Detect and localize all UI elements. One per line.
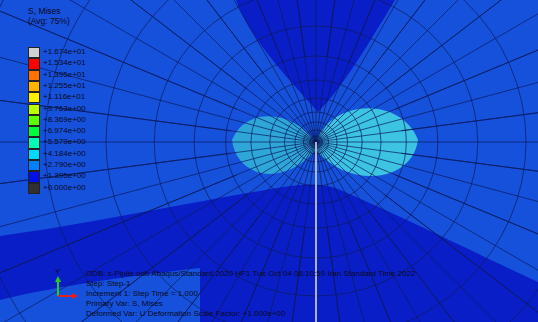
info-line: Step: Step-1 — [86, 280, 130, 288]
legend-value: +1.534e+01 — [43, 59, 86, 67]
legend-swatch — [28, 160, 40, 171]
legend-value: +8.369e+00 — [43, 116, 86, 124]
legend-swatch — [28, 183, 40, 194]
legend-value: +2.790e+00 — [43, 161, 86, 169]
info-line: Primary Var: S, Mises — [86, 300, 163, 308]
info-line: ODB: s-Pipiie.odb Abaqus/Standard 2020 H… — [86, 270, 416, 278]
legend-swatch — [28, 115, 40, 126]
legend-subheading: (Avg: 75%) — [28, 17, 70, 26]
legend-swatch — [28, 58, 40, 69]
legend-value: +1.395e+01 — [43, 71, 86, 79]
legend-value: +1.255e+01 — [43, 82, 86, 90]
legend-heading: S, Mises — [28, 7, 61, 16]
legend-swatch — [28, 81, 40, 92]
legend-swatch — [28, 47, 40, 58]
info-line: Increment 1: Step Time = 1.000 — [86, 290, 198, 298]
legend-value: +1.395e+00 — [43, 172, 86, 180]
legend-swatch — [28, 92, 40, 103]
legend-value: +0.000e+00 — [43, 184, 86, 192]
legend-value: +1.116e+01 — [43, 93, 85, 101]
legend-value: +6.974e+00 — [43, 127, 86, 135]
legend-swatch — [28, 149, 40, 160]
legend-swatch — [28, 171, 40, 182]
legend-swatch — [28, 126, 40, 137]
legend-value: +4.184e+00 — [43, 150, 86, 158]
axis-label: Y — [55, 268, 60, 276]
legend-swatch — [28, 70, 40, 81]
legend-swatch — [28, 104, 40, 115]
legend-swatch — [28, 137, 40, 148]
legend-value: +5.579e+00 — [43, 138, 86, 146]
info-line: Deformed Var: U Deformation Scale Factor… — [86, 310, 286, 318]
legend-value: +1.674e+01 — [43, 48, 86, 56]
legend-value: +9.763e+00 — [43, 105, 86, 113]
